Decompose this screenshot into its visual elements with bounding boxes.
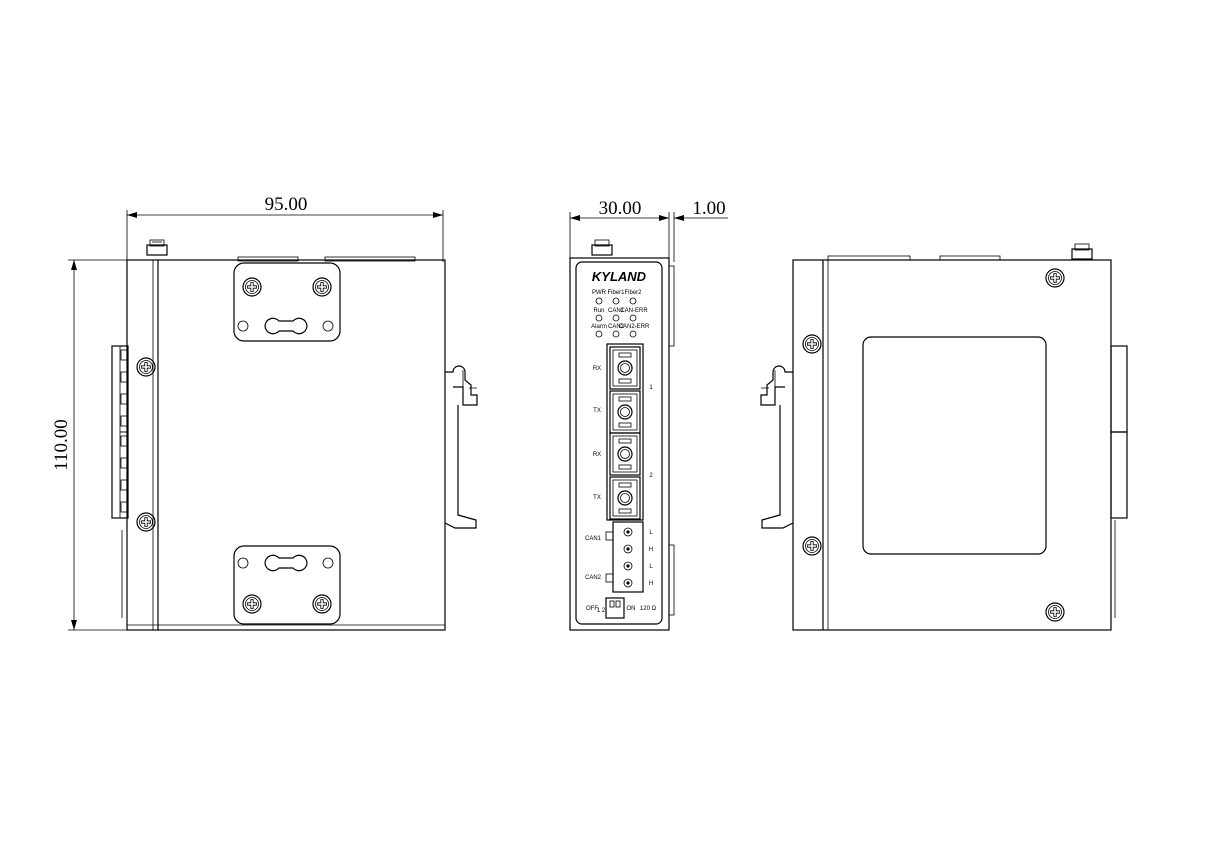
led-label: Alarm (591, 324, 607, 330)
port-number: 2 (649, 473, 653, 479)
terminal-label: L (649, 530, 653, 536)
led-label: PWR (592, 290, 607, 296)
brand-logo: KYLAND (592, 269, 647, 284)
port-number: 1 (649, 385, 653, 391)
switch-off-label: OFF (586, 606, 598, 612)
led-label: Fiber2 (624, 290, 642, 296)
port-label-rx: RX (593, 452, 601, 458)
side-view-right (760, 243, 1128, 631)
terminal-label: H (649, 581, 653, 587)
terminal-label: L (649, 564, 653, 570)
led-label: Run (593, 308, 604, 314)
port-label-tx: TX (593, 495, 601, 501)
side-view-left: 95.00 110.00 (51, 194, 478, 631)
can-label: CAN1 (585, 536, 602, 542)
switch-pin-label: 1 2 (597, 608, 606, 614)
led-label: CAN1 (608, 308, 625, 314)
led-label: CAN2 (608, 324, 625, 330)
height-dimension: 110.00 (51, 419, 72, 471)
led-label: Fiber1 (607, 290, 625, 296)
offset-dimension: 1.00 (692, 198, 725, 219)
front-view: 30.00 1.00 KYLAND PWR Fiber1 Fiber2 Run … (569, 198, 728, 631)
width-dimension: 95.00 (265, 194, 308, 215)
port-label-rx: RX (593, 366, 601, 372)
depth-dimension: 30.00 (599, 198, 642, 219)
led-label: CAN-ERR (620, 308, 648, 314)
led-indicators (595, 297, 637, 338)
can-label: CAN2 (585, 575, 602, 581)
port-label-tx: TX (593, 408, 601, 414)
terminal-label: H (649, 547, 653, 553)
led-label: CAN2-ERR (619, 324, 650, 330)
switch-on-label: ON (627, 606, 636, 612)
resistor-label: 120 Ω (640, 606, 657, 612)
